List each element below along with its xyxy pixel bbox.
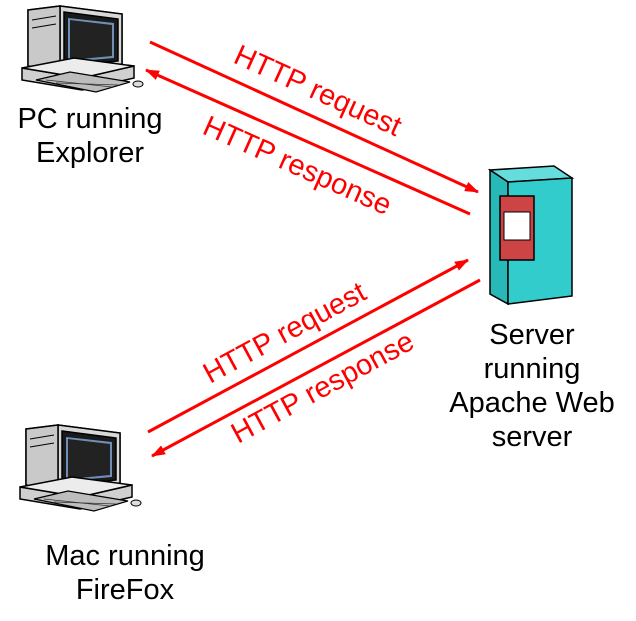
pc-label-line-2: Explorer [36, 137, 144, 169]
server-label-line-3: Apache Web [449, 387, 615, 419]
pc-client-label: PC running Explorer [0, 102, 180, 170]
mac-response-arrow [151, 278, 481, 458]
server-tower-icon [487, 165, 575, 306]
mac-request-arrow [147, 258, 469, 434]
server-label-line-4: server [491, 421, 573, 453]
mac-computer-icon [19, 424, 142, 512]
mac-label-line-2: FireFox [75, 574, 175, 606]
mac-client-label: Mac running FireFox [20, 539, 230, 607]
pc-request-arrow [149, 40, 479, 194]
pc-computer-icon [21, 5, 144, 93]
server-label-line-1: Server [489, 319, 575, 351]
server-label: Server running Apache Web server [432, 318, 632, 454]
mac-label-line-1: Mac running [45, 540, 205, 572]
server-label-line-2: running [483, 353, 581, 385]
pc-label-line-1: PC running [17, 103, 163, 135]
pc-response-arrow [145, 68, 471, 216]
